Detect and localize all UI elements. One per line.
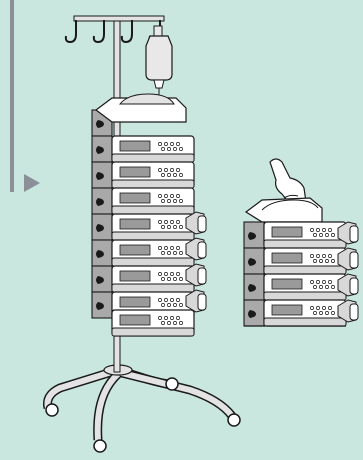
play-arrow-icon	[24, 174, 40, 192]
syringe-pumps	[112, 136, 194, 214]
infusion-bottle	[146, 26, 172, 96]
pole-base	[46, 365, 240, 452]
carried-pump-stack-icon	[244, 159, 358, 326]
infusion-pumps	[112, 212, 206, 336]
iv-pole-with-pump-stack-icon	[46, 16, 240, 452]
indicator-bar	[10, 0, 14, 192]
stack-side	[92, 110, 112, 318]
